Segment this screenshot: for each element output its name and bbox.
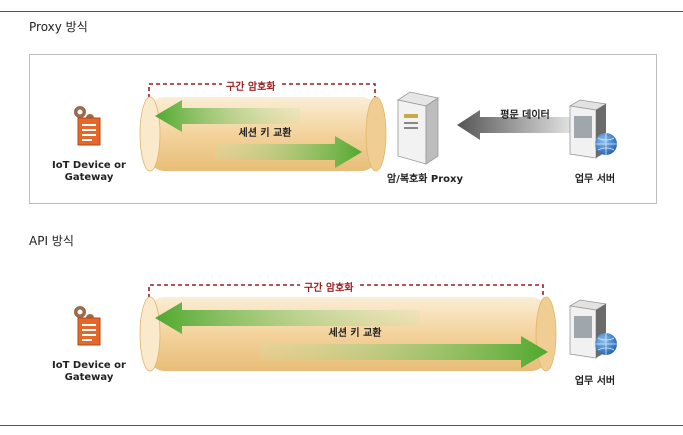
proxy-arrow-right xyxy=(215,136,362,168)
server-globe-icon xyxy=(568,99,617,159)
gear-document-icon xyxy=(74,106,101,146)
proxy-arrow-left xyxy=(155,100,300,132)
server-globe-icon xyxy=(568,299,617,359)
api-arrow-left xyxy=(155,302,420,334)
bottom-rule xyxy=(0,425,683,426)
plain-data-arrow xyxy=(457,110,570,140)
api-section-title: API 방식 xyxy=(29,234,74,248)
api-arrow-right xyxy=(260,336,548,368)
api-channel-label: 세션 키 교환 xyxy=(328,328,382,339)
gear-document-icon xyxy=(74,306,101,346)
proxy-range-label: 구간 암호화 xyxy=(222,78,280,93)
proxy-server-label: 업무 서버 xyxy=(574,174,616,185)
proxy-label: 암/복호화 Proxy xyxy=(386,174,464,185)
plain-data-label: 평문 데이터 xyxy=(500,110,550,121)
proxy-channel-label: 세션 키 교환 xyxy=(238,128,292,139)
server-tower-icon xyxy=(396,91,440,165)
api-range-label: 구간 암호화 xyxy=(300,279,358,294)
proxy-section-title: Proxy 방식 xyxy=(29,20,88,34)
api-server-label: 업무 서버 xyxy=(574,376,616,387)
top-rule xyxy=(0,11,683,12)
api-device-label: IoT Device or Gateway xyxy=(52,360,126,383)
proxy-device-label: IoT Device or Gateway xyxy=(52,160,126,183)
